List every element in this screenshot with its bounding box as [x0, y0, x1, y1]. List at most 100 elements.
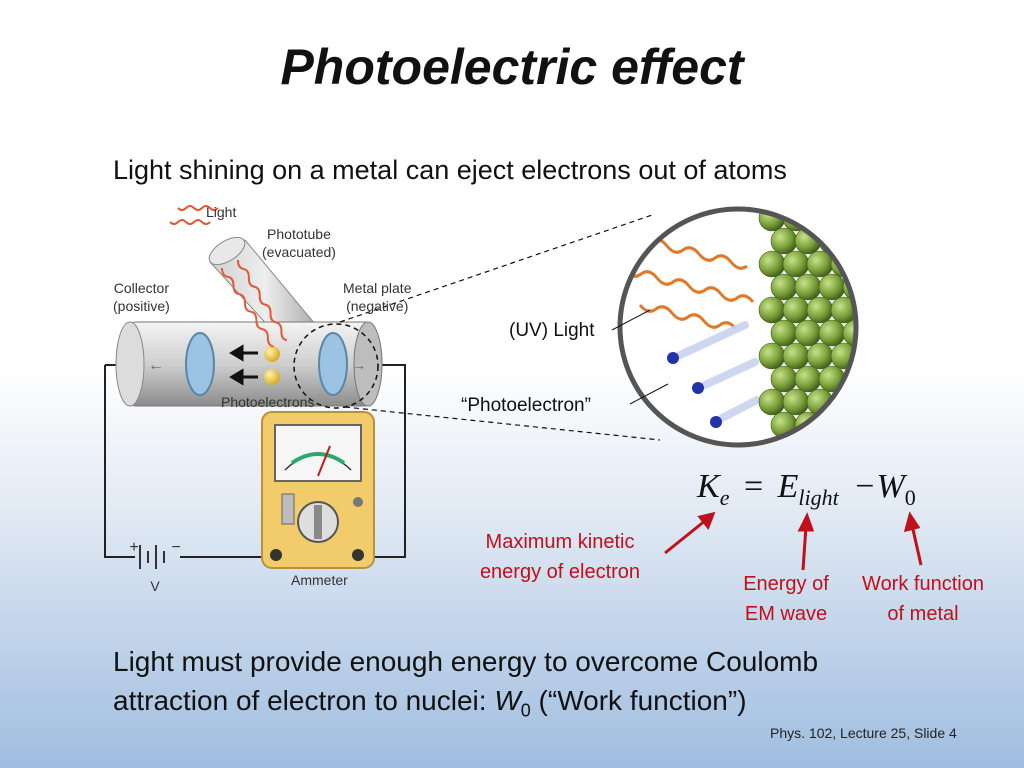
metal-plate-label-line2: (negative) [346, 298, 409, 314]
metal-atom [867, 412, 893, 438]
metal-atom [782, 250, 810, 278]
metal-atom [794, 365, 822, 393]
footer-line2-post: (“Work function”) [530, 685, 747, 716]
metal-atom [770, 273, 798, 301]
metal-atom [770, 227, 798, 255]
ammeter-label: Ammeter [291, 572, 348, 588]
collector-label-line1: Collector [113, 280, 170, 296]
metal-atom [818, 411, 846, 439]
metal-atom [854, 342, 856, 370]
metal-atom [867, 320, 893, 346]
eq-equals: = [743, 468, 764, 505]
footer-w: W [494, 685, 521, 716]
metal-atom [806, 296, 834, 324]
metal-atom [867, 274, 893, 300]
metal-atom [794, 273, 822, 301]
metal-plate-label: Metal plate (negative) [343, 279, 411, 315]
eq-k: K [697, 468, 720, 505]
collector-label: Collector (positive) [113, 279, 170, 315]
work-function-annotation: Work function of metal [846, 569, 1000, 629]
kinetic-line2: energy of electron [479, 561, 641, 583]
photoelectric-diagram: + − V ← → [104, 205, 923, 594]
svg-text:←: ← [148, 357, 164, 374]
metal-atom [867, 366, 893, 392]
metal-atom [770, 365, 798, 393]
metal-atom [842, 227, 856, 255]
metal-atom [806, 209, 834, 232]
battery-symbol [139, 545, 165, 569]
tube-electron [264, 346, 280, 362]
energy-line2: EM wave [744, 603, 828, 625]
metal-atom [818, 273, 846, 301]
zoom-connector-lines [339, 213, 661, 441]
photoelectrons-label: Photoelectrons [221, 394, 315, 410]
battery-v-label: V [150, 578, 160, 594]
slide-subtitle: Light shining on a metal can eject elect… [113, 155, 787, 185]
metal-atom [758, 296, 786, 324]
metal-atom [782, 388, 810, 416]
circuit-wires [104, 364, 406, 558]
collector-label-line2: (positive) [113, 298, 170, 314]
metal-atom [842, 411, 856, 439]
footer-line1: Light must provide enough energy to over… [113, 646, 819, 677]
metal-atom [758, 342, 786, 370]
metal-atom [854, 388, 856, 416]
svg-text:→: → [352, 357, 366, 373]
battery-minus-label: − [171, 539, 180, 556]
eq-e: E [777, 468, 799, 505]
phototube-label-line2: (evacuated) [262, 244, 336, 260]
metal-atom [782, 342, 810, 370]
metal-atom [830, 209, 856, 232]
work-line2: of metal [887, 603, 959, 625]
eq-e-sub: light [798, 484, 839, 510]
eq-minus: − [855, 468, 875, 505]
footer-w-sub: 0 [520, 700, 531, 721]
metal-plate-label-line1: Metal plate [343, 280, 412, 296]
work-line1: Work function [862, 573, 984, 595]
electron-arrows [229, 344, 258, 386]
eq-w: W [876, 468, 905, 505]
kinetic-energy-annotation: Maximum kinetic energy of electron [462, 527, 658, 587]
metal-atom [770, 319, 798, 347]
eq-k-sub: e [719, 484, 730, 510]
metal-atom [758, 250, 786, 278]
battery-plus-label: + [129, 539, 138, 556]
em-energy-annotation: Energy of EM wave [730, 569, 842, 629]
collector-plate [185, 332, 215, 396]
slide-title: Photoelectric effect [280, 39, 744, 95]
light-label: Light [206, 204, 237, 220]
energy-line1: Energy of [743, 573, 829, 595]
zoom-electron-trails [676, 321, 761, 422]
eq-w-sub: 0 [904, 484, 916, 510]
footer-line2: attraction of electron to nuclei: W0 (“W… [113, 681, 818, 731]
annotation-arrows [664, 511, 923, 571]
metal-atom [842, 319, 856, 347]
photoelectric-equation: Ke = Elight −W0 [697, 468, 916, 511]
metal-atom [782, 296, 810, 324]
metal-atom [758, 388, 786, 416]
phototube-body: ← → [115, 321, 383, 407]
metal-plate [318, 332, 348, 396]
footer-line2-pre: attraction of electron to nuclei: [113, 685, 495, 716]
phototube-label: Phototube (evacuated) [262, 225, 336, 261]
photoelectron-leader [629, 383, 669, 405]
metal-atom [830, 296, 856, 324]
uv-light-leader [611, 309, 651, 331]
metal-atom [806, 342, 834, 370]
footer-text: Light must provide enough energy to over… [113, 642, 818, 731]
slide-number: Phys. 102, Lecture 25, Slide 4 [770, 725, 957, 741]
phototube-label-line1: Phototube [267, 226, 331, 242]
tube-electron [264, 369, 280, 385]
zoom-electron [667, 352, 679, 364]
metal-atom [794, 319, 822, 347]
zoom-circle-border [617, 206, 859, 448]
metal-atom [867, 228, 893, 254]
light-waves-tube [169, 205, 288, 348]
zoom-source-circle [293, 323, 379, 409]
metal-atom [854, 250, 856, 278]
ammeter [261, 411, 375, 569]
metal-atom [818, 319, 846, 347]
zoom-electron [710, 416, 722, 428]
metal-atom [854, 209, 856, 232]
zoom-electron [692, 382, 704, 394]
